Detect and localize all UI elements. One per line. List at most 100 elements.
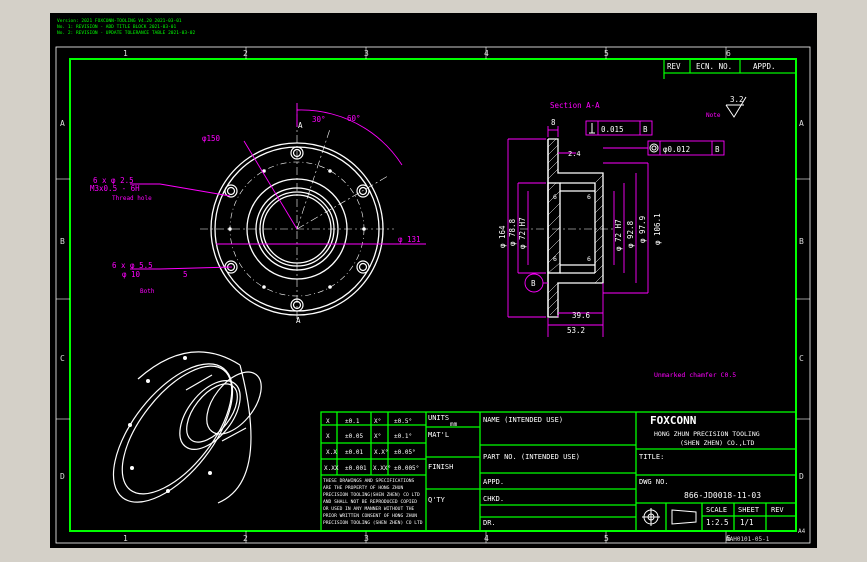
tol-value: ±0.05	[345, 433, 363, 440]
thread-note: M3x0.5 - 6H	[90, 184, 140, 193]
chamfer-note: Unmarked chamfer C0.5	[654, 371, 736, 379]
drawing-frame	[69, 58, 797, 532]
qty-label: Q'TY	[428, 496, 446, 504]
flatness-value: 0.015	[601, 125, 624, 134]
both-note: Both	[140, 288, 155, 295]
projection-symbol-icon	[642, 508, 697, 526]
roughness-value: 3.2	[730, 95, 744, 104]
disclaimer-line: ARE THE PROPERTY OF HONG ZHUN	[323, 485, 403, 491]
part-no-label: PART NO. (INTENDED USE)	[483, 453, 580, 461]
column-label: 5	[604, 534, 609, 543]
revision-notes: Version: 2021 FOXCONN-TOOLING V4.20 2021…	[57, 18, 195, 36]
datum-b-label: B	[643, 125, 648, 134]
revision-table: REV ECN. NO. APPD.	[663, 58, 797, 79]
matl-label: MAT'L	[428, 431, 449, 439]
disclaimer-line: PRIOR WRITTEN CONSENT OF HONG ZHUN	[323, 513, 417, 519]
counterbore-note: φ 10	[122, 270, 141, 279]
column-label: 6	[726, 49, 731, 58]
column-label: 6	[726, 534, 731, 543]
section-mark-bottom: A	[296, 316, 301, 325]
tol-value: ±0.001	[345, 465, 367, 472]
tol-key: X.X°	[374, 449, 388, 456]
disclaimer-line: PRECISION TOOLING (SHEN ZHEN) CO LTD	[323, 520, 423, 526]
row-label: C	[60, 354, 65, 363]
section-view[interactable]: Section A-A	[498, 101, 725, 337]
dr-label: DR.	[483, 519, 496, 527]
dwg-number: 866-JD0018-11-03	[684, 491, 761, 500]
row-label: D	[60, 472, 65, 481]
dim-72a: φ 72 H7	[518, 217, 527, 249]
zone-markers: 1 2 3 4 5 6 1 2 3 4 5 6 A B C D A B C D	[56, 47, 810, 543]
column-label: 5	[604, 49, 609, 58]
angle-60: 60°	[347, 114, 361, 123]
sheet-label: SHEET	[738, 506, 760, 514]
dim-78: φ 78.8	[508, 218, 517, 246]
drawing-sheet[interactable]: Version: 2021 FOXCONN-TOOLING V4.20 2021…	[50, 13, 817, 548]
column-label: 4	[484, 534, 489, 543]
angle-30: 30°	[312, 115, 326, 124]
company-line2: (SHEN ZHEN) CO.,LTD	[680, 439, 754, 447]
row-label: D	[799, 472, 804, 481]
sheet-code: AAH0101-05-1	[726, 536, 770, 543]
dim-396: 39.6	[572, 311, 591, 320]
column-label: 2	[243, 534, 248, 543]
units-value: mm	[450, 421, 458, 428]
datum-b-label: B	[715, 145, 720, 154]
front-view[interactable]: A 30° 60° φ150 6 x φ 2.5 M3x0.5 - 6H Thr…	[90, 103, 426, 325]
row-label: A	[60, 119, 65, 128]
tol-value: ±0.1	[345, 418, 360, 425]
appd-header: APPD.	[753, 62, 776, 71]
dwg-label: DWG NO.	[639, 478, 669, 486]
tol-key: X°	[374, 433, 381, 440]
finish-label: FINISH	[428, 463, 453, 471]
company-logo: FOXCONN	[650, 414, 696, 427]
chkd-label: CHKD.	[483, 495, 504, 503]
roughness-symbol: Note 3.2	[706, 95, 747, 119]
tol-key: X°	[374, 418, 381, 425]
section-hatching	[547, 138, 604, 316]
title-block[interactable]	[320, 411, 797, 532]
tol-value: ±0.5°	[394, 418, 412, 425]
concentricity-icon	[649, 143, 659, 153]
dim-8: 8	[551, 118, 556, 127]
thread-hole-note: Thread hole	[112, 195, 152, 202]
datum-circle-label: B	[531, 279, 536, 288]
diameter-150: φ150	[202, 134, 221, 143]
row-label: A	[799, 119, 804, 128]
dim-164: φ 164	[498, 225, 507, 248]
title-label: TITLE:	[639, 453, 664, 461]
disclaimer-line: PRECISION TOOLING(SHEN ZHEN) CO LTD	[323, 492, 420, 498]
sheet-value: 1/1	[740, 518, 754, 527]
dim-979: φ 97.9	[638, 216, 647, 243]
disclaimer-line: THESE DRAWINGS AND SPECIFICATIONS	[323, 478, 415, 484]
dim-24: 2.4	[568, 150, 581, 158]
dim-72b: φ 72 H7	[614, 219, 623, 251]
column-label: 4	[484, 49, 489, 58]
revision-note: No. 2: REVISION - UPDATE TOLERANCE TABLE…	[57, 30, 195, 36]
holes-25-note: 6 x φ 2.5	[93, 176, 134, 185]
front-dimensions	[130, 103, 426, 270]
ecn-header: ECN. NO.	[696, 62, 732, 71]
holes-55-note: 6 x φ 5.5	[112, 261, 153, 270]
tol-key: X	[326, 433, 330, 440]
isometric-view[interactable]	[91, 344, 272, 522]
column-label: 3	[364, 534, 369, 543]
label-6: 6	[587, 255, 591, 263]
name-label: NAME (INTENDED USE)	[483, 416, 563, 424]
scale-value: 1:2.5	[706, 518, 729, 527]
section-mark: A	[298, 121, 303, 130]
column-label: 3	[364, 49, 369, 58]
outer-border	[55, 46, 811, 544]
tol-key: X.XX	[324, 465, 339, 472]
tol-value: ±0.05°	[394, 449, 416, 456]
column-label: 1	[123, 49, 128, 58]
tol-key: X.X	[326, 449, 337, 456]
label-6: 6	[553, 193, 557, 201]
revision-note: No. 1: REVISION - ADD TITLE BLOCK 2021-0…	[57, 24, 176, 30]
disclaimer-line: AND SHALL NOT BE REPRODUCED COPIED	[323, 499, 417, 505]
dim-1061: φ 106.1	[653, 213, 662, 245]
row-label: B	[60, 237, 65, 246]
dim-92: φ 92.8	[626, 220, 635, 248]
flatness-icon	[589, 123, 595, 134]
tol-key: X	[326, 418, 330, 425]
